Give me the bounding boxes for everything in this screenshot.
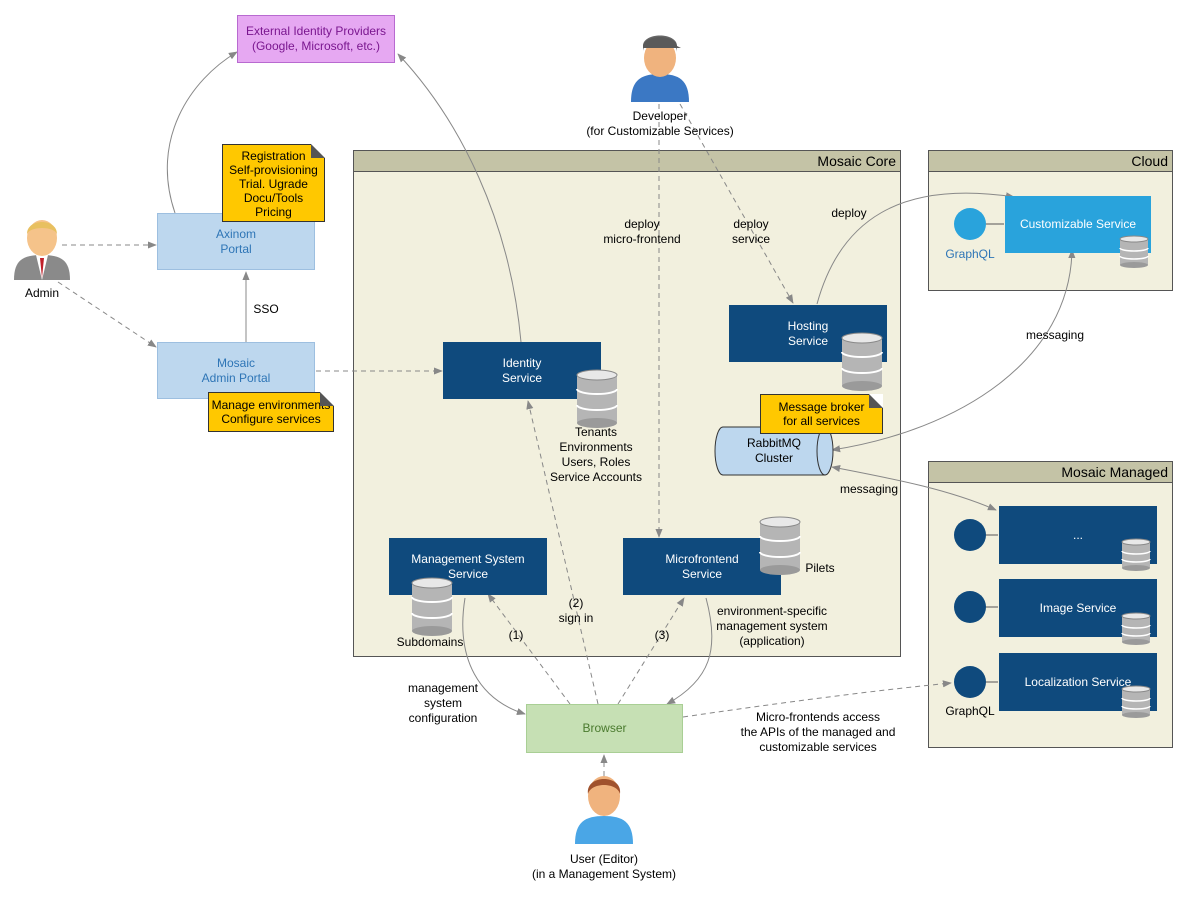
rabbitmq-shape [714,426,834,476]
cloud-title: Cloud [929,151,1172,172]
edge-identity-idp [397,53,522,343]
mosaic-admin-portal[interactable]: Mosaic Admin Portal [157,342,315,399]
graphql-endpoint-ellipsis[interactable] [954,519,986,551]
broker-note: Message broker for all services [760,394,883,434]
graphql-endpoint-cloud[interactable] [954,208,986,240]
step2-signin-label: (2) sign in [558,596,594,625]
subdomains-label: Subdomains [396,635,464,649]
rabbitmq-label: RabbitMQ Cluster [746,436,802,465]
edge-deploy-service [679,103,794,304]
user-icon [575,776,633,844]
environment-specific-label: environment-specific management system (… [716,604,828,648]
edge-browser-mgmt [487,593,571,705]
axinom-portal[interactable]: Axinom Portal [157,213,315,270]
graphql-endpoint-localization[interactable] [954,666,986,698]
graphql-endpoint-image[interactable] [954,591,986,623]
edge-rabbit-managed [831,464,997,511]
identity-service[interactable]: Identity Service [443,342,601,399]
management-config-label: management system configuration [407,681,479,725]
messaging-cloud-label: messaging [1025,328,1085,342]
edge-mf-browser [666,597,713,705]
edge-admin-adminportal [57,281,157,348]
edge-hosting-custom [816,192,1015,305]
microfrontend-service[interactable]: Microfrontend Service [623,538,781,595]
developer-label: Developer (for Customizable Services) [586,109,734,138]
developer-icon [631,35,689,102]
user-label: User (Editor) (in a Management System) [531,852,677,881]
step1-label: (1) [508,628,524,642]
step3-label: (3) [654,628,670,642]
edge-axinom-idp [166,51,238,214]
deploy-service-label: deploy service [731,217,770,246]
sso-label: SSO [253,302,279,316]
messaging-managed-label: messaging [839,482,899,496]
microfrontends-access-label: Micro-frontends access the APIs of the m… [740,710,896,754]
graphql-managed-label: GraphQL [945,704,995,718]
deploy-label: deploy [831,206,867,220]
admin-note: Manage environments Configure services [208,392,334,432]
rabbitmq-cluster[interactable]: RabbitMQ Cluster [714,426,834,476]
admin-icon [14,220,70,280]
pilets-label: Pilets [805,561,835,575]
admin-label: Admin [24,286,59,300]
axinom-note: Registration Self-provisioning Trial. Ug… [222,144,325,222]
browser-box[interactable]: Browser [526,704,683,753]
edge-rabbit-custom [831,249,1076,453]
edge-mgmt-browser [462,597,526,716]
external-identity-providers[interactable]: External Identity Providers (Google, Mic… [237,15,395,63]
identity-db-label: Tenants Environments Users, Roles Servic… [549,425,643,484]
edge-browser-identity [526,400,599,705]
graphql-cloud-label: GraphQL [945,247,995,261]
mosaic-core-title: Mosaic Core [354,151,900,172]
deploy-microfrontend-label: deploy micro-frontend [603,217,681,246]
edge-browser-mf [617,597,685,705]
